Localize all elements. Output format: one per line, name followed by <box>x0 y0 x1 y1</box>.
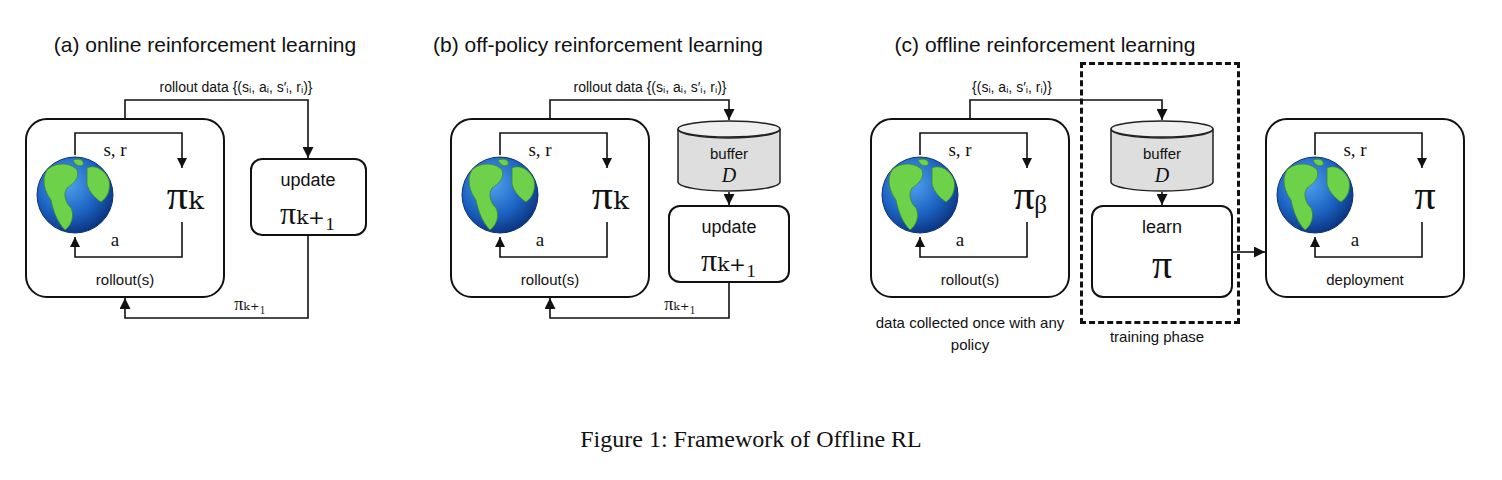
node-text: buffer <box>1143 145 1181 162</box>
panel-title: (b) off-policy reinforcement learning <box>433 33 763 57</box>
update-box: update πₖ₊₁ <box>250 158 367 236</box>
node-text: a <box>111 229 119 251</box>
training-phase-frame: training phasebufferDlearnπ <box>1080 62 1240 324</box>
node-text: π <box>1414 171 1435 219</box>
node-text: update <box>701 217 756 238</box>
node-text: πₖ <box>167 171 204 219</box>
figure-caption: Figure 1: Framework of Offline RL <box>580 426 922 454</box>
node-text: rollout(s) <box>941 271 999 288</box>
node-text: training phase <box>1110 328 1204 345</box>
rollout-box: s, r πₖ a rollout(s) <box>450 118 650 298</box>
node-text: a <box>956 229 964 251</box>
cylinder-body <box>678 129 780 191</box>
node-text: a <box>1351 229 1359 251</box>
deployment-box: s, r π a deployment <box>1265 118 1465 298</box>
globe-loop <box>462 133 607 257</box>
buffer-cylinder: bufferD <box>1110 120 1214 192</box>
node-text: deployment <box>1326 271 1404 288</box>
learn-box: learn π <box>1091 205 1233 298</box>
node-text: s, r <box>1343 139 1366 161</box>
cylinder-top <box>678 121 780 137</box>
node-text: s, r <box>528 139 551 161</box>
node-text: D <box>1155 164 1169 187</box>
flow-arrow <box>1161 192 1163 205</box>
flow-arrow <box>970 100 1162 120</box>
panel-title: (a) online reinforcement learning <box>54 33 356 57</box>
note-text: data collected once with any policy <box>875 312 1065 356</box>
flow-arrow <box>728 192 730 205</box>
node-text: s, r <box>103 139 126 161</box>
node-text: learn <box>1142 217 1182 238</box>
node-text: buffer <box>710 145 748 162</box>
node-text: s, r <box>948 139 971 161</box>
node-text: π <box>1152 242 1172 288</box>
node-text: a <box>536 229 544 251</box>
cylinder-top <box>1111 121 1213 137</box>
edge-label: {(sᵢ, aᵢ, s′ᵢ, rᵢ)} <box>969 79 1055 95</box>
globe-loop <box>1277 133 1422 257</box>
node-text: πₖ₊₁ <box>280 195 336 232</box>
edge-label: rollout data {(sᵢ, aᵢ, s′ᵢ, rᵢ)} <box>156 79 315 95</box>
globe-loop <box>882 133 1027 257</box>
panel-title: (c) offline reinforcement learning <box>895 33 1196 57</box>
edge-label: rollout data {(sᵢ, aᵢ, s′ᵢ, rᵢ)} <box>570 79 729 95</box>
rollout-box: s, r πᵦ a rollout(s) <box>870 118 1070 298</box>
update-box: update πₖ₊₁ <box>668 205 790 283</box>
node-text: update <box>280 170 335 191</box>
node-text: πᵦ <box>1013 171 1046 219</box>
rollout-box: s, r πₖ a rollout(s) <box>25 118 225 298</box>
node-text: πₖ <box>592 171 629 219</box>
node-text: D <box>722 164 736 187</box>
globe-loop <box>37 133 182 257</box>
buffer-cylinder: bufferD <box>677 120 781 192</box>
cylinder-body <box>1111 129 1213 191</box>
edge-label: πₖ₊₁ <box>231 294 268 315</box>
node-text: rollout(s) <box>521 271 579 288</box>
flow-arrow <box>550 100 729 120</box>
flow-arrow <box>125 100 308 158</box>
node-text: πₖ₊₁ <box>701 242 757 279</box>
edge-label: πₖ₊₁ <box>661 294 698 315</box>
node-text: rollout(s) <box>96 271 154 288</box>
